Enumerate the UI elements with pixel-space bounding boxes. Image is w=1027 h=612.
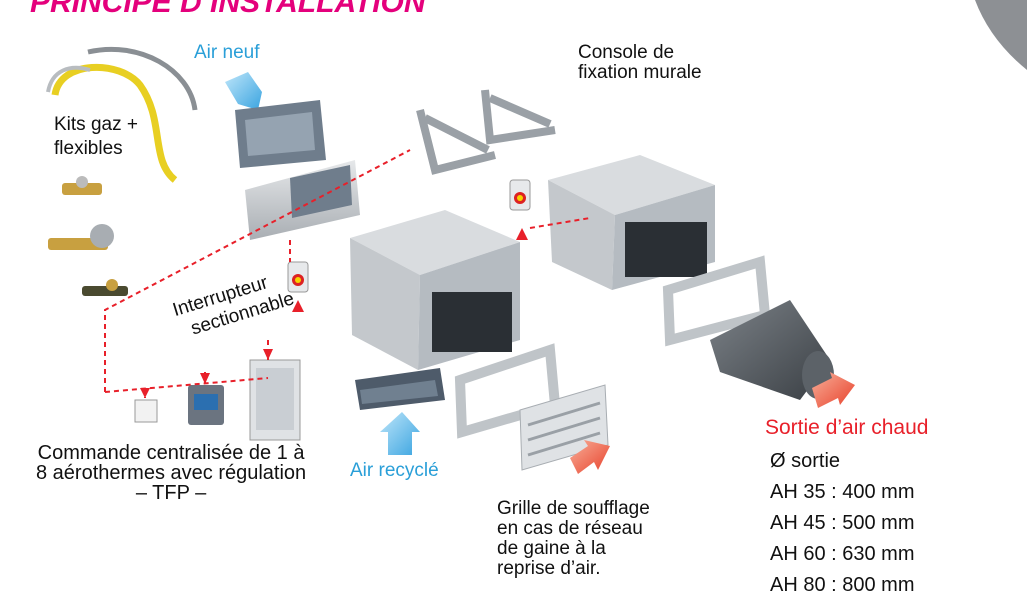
kits-gaz-line-1: Kits gaz + [54,114,138,135]
corner-tab [975,0,1027,70]
wall-bracket-icon [416,89,556,175]
heater-unit-left-icon [350,210,520,370]
control-devices-icon [134,359,301,441]
connection-arrows-icon [140,228,528,398]
grille-outflow-arrow-icon [570,440,610,474]
fresh-air-louvre-icon [235,100,360,240]
air-neuf-arrow-icon [225,72,262,110]
console-label: Console de fixation murale [578,43,702,83]
commande-label: Commande centralisée de 1 à 8 aérotherme… [36,443,306,503]
spec-line: AH 35 : 400 mm [770,481,915,503]
heater-unit-right-icon [548,155,715,290]
commande-line-3: – TFP – [135,482,207,504]
gas-valves-icon [48,176,128,296]
console-label-line-2: fixation murale [578,62,702,83]
spec-line: AH 45 : 500 mm [770,512,915,534]
kits-gaz-line-2: flexibles [54,138,123,159]
outlet-reducer-icon [710,300,834,400]
recycled-air-plenum-icon [355,368,445,410]
grille-line-2: en cas de réseau [497,518,643,539]
sortie-label: Sortie d’air chaud [765,416,929,439]
grille-line-4: reprise d’air. [497,558,601,579]
air-recycle-arrow-icon [380,412,420,455]
grille-line-3: de gaine à la [497,538,606,559]
spec-line: AH 60 : 630 mm [770,543,915,565]
grille-label: Grille de soufflage en cas de réseau de … [497,499,650,579]
console-label-line-1: Console de [578,42,675,63]
hot-air-arrow-icon [812,372,855,408]
kits-gaz-label: Kits gaz + flexibles [54,113,138,161]
grille-line-1: Grille de soufflage [497,498,650,519]
disconnect-switch-icon [287,179,531,293]
commande-line-1: Commande centralisée de 1 à [37,442,305,464]
spec-line: Ø sortie [770,450,841,472]
spec-line: AH 80 : 800 mm [770,574,915,596]
commande-line-2: 8 aérothermes avec régulation [36,462,307,484]
page-title: PRINCIPE D’INSTALLATION [30,0,426,19]
air-recycle-label: Air recyclé [350,460,439,481]
gas-hoses-icon [46,46,198,183]
air-neuf-label: Air neuf [194,42,260,63]
outlet-diameter-specs: Ø sortie AH 35 : 400 mm AH 45 : 500 mm A… [770,446,915,601]
